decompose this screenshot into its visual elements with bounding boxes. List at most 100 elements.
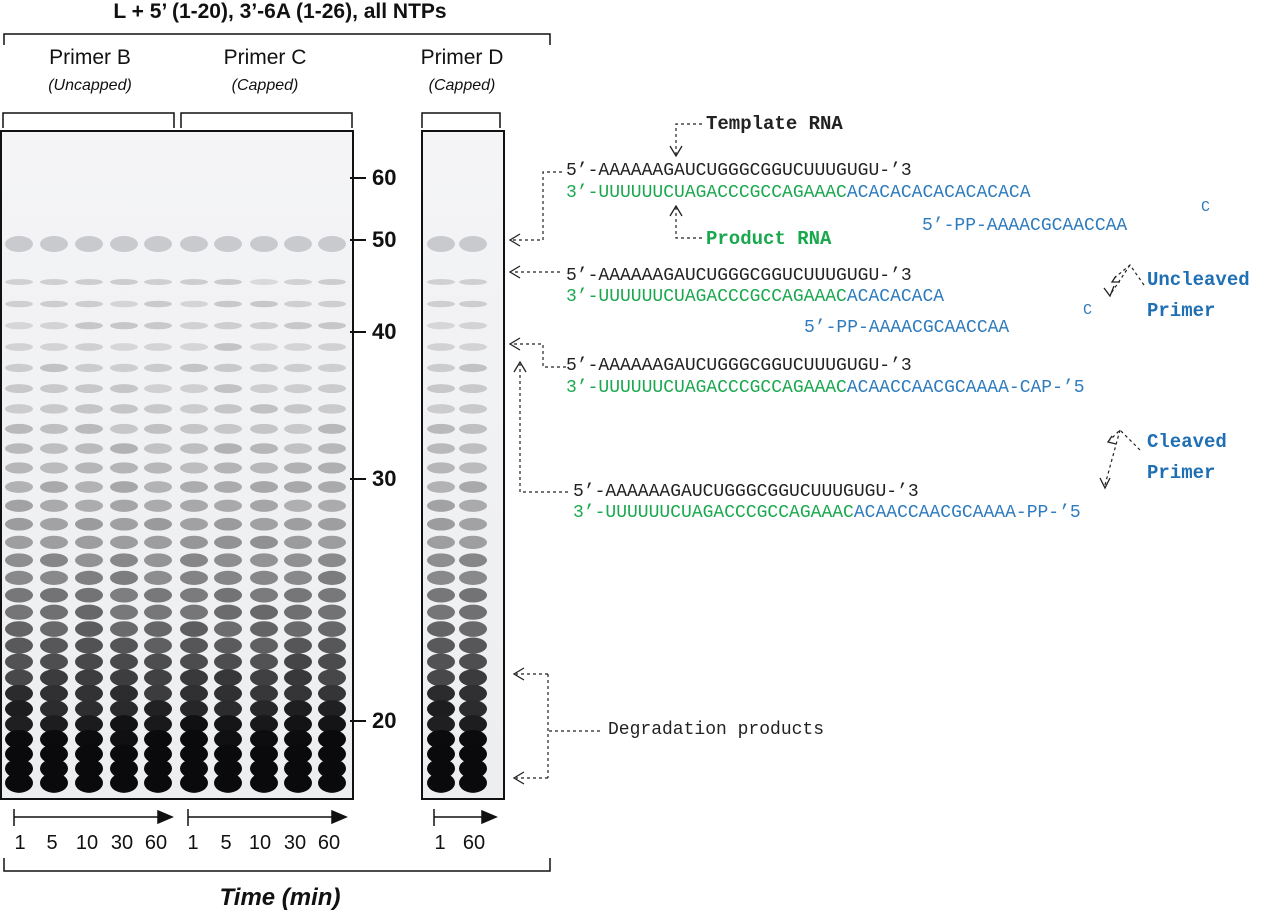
gel-band [144,499,172,512]
gel-band [5,384,33,394]
gel-band [180,744,208,764]
gel-band [75,423,103,434]
time-b-5: 5 [46,832,58,854]
gel-band [214,481,242,493]
gel-band [250,772,278,793]
gel-band [318,553,346,568]
gel-band [40,729,68,749]
gel-band [284,404,312,414]
gel-band [75,363,103,373]
gel-band [250,535,278,549]
gel-band [284,343,312,351]
gel-band [180,772,208,793]
gel-band [318,443,346,454]
gel-band [250,462,278,474]
gel-band [214,653,242,671]
gel-band [40,423,68,434]
gel-band [427,481,455,493]
gel-band [214,404,242,414]
gel-band [144,462,172,474]
gel-band [144,637,172,654]
gel-band [250,279,278,285]
gel-band [250,684,278,703]
gel-band [40,499,68,512]
gel-band [180,700,208,718]
gel-band [427,363,455,373]
gel-bands-d [427,236,487,793]
gel-band [110,604,138,620]
gel-band [318,517,346,531]
gel-band [427,653,455,671]
gel-band [214,570,242,585]
gel-band [214,553,242,568]
gel-band [459,279,487,285]
gel-band [250,700,278,718]
gel-band [144,621,172,637]
gel-band [110,637,138,654]
gel-band [110,462,138,474]
gel-band [427,700,455,718]
gel-band [250,404,278,414]
gel-band [459,363,487,373]
gel-band [75,772,103,793]
gel-band [40,343,68,351]
gel-band [40,684,68,703]
gel-band [180,300,208,308]
gel-band [110,570,138,585]
gel-band [318,343,346,351]
gel-band [250,669,278,687]
gel-bands-bc [5,236,346,793]
gel-band [75,322,103,330]
mw-50: 50 [372,227,397,252]
gel-band [459,404,487,414]
gel-band [459,384,487,394]
gel-band [459,587,487,603]
gel-band [427,300,455,308]
gel-band [459,653,487,671]
gel-band [284,499,312,512]
gel-band [427,715,455,734]
gel-band [459,300,487,308]
gel-band [250,715,278,734]
figure-title: L + 5’ (1-20), 3’-6A (1-26), all NTPs [113,0,447,23]
gel-band [284,758,312,779]
gel-band [180,481,208,493]
gel-band [459,462,487,474]
gel-band [144,404,172,414]
gel-band [284,729,312,749]
gel-band [5,462,33,474]
gel-band [250,621,278,637]
gel-band [110,553,138,568]
gel-band [284,744,312,764]
gel-band [318,481,346,493]
gel-band [144,772,172,793]
gel-band [180,621,208,637]
gel-band-top [110,236,138,252]
gel-band [250,363,278,373]
gel-band [5,279,33,285]
gel-band [5,443,33,454]
gel-band [144,481,172,493]
gel-band [284,669,312,687]
gel-band [144,684,172,703]
gel-band [459,553,487,568]
gel-band [459,715,487,734]
time-b-1: 1 [14,832,26,854]
gel-band [40,669,68,687]
gel-band [75,279,103,285]
gel-band [5,343,33,351]
gel-band-top [40,236,68,252]
gel-band [427,423,455,434]
gel-band [144,300,172,308]
time-b-60: 60 [144,832,168,854]
gel-band [284,517,312,531]
gel-primer-b-c [0,130,354,800]
gel-band-top [144,236,172,252]
gel-band [250,481,278,493]
gel-band [427,443,455,454]
degradation-label: Degradation products [608,720,825,740]
gel-band [75,499,103,512]
gel-band [427,621,455,637]
gel-band [180,570,208,585]
mw-20: 20 [372,708,397,733]
